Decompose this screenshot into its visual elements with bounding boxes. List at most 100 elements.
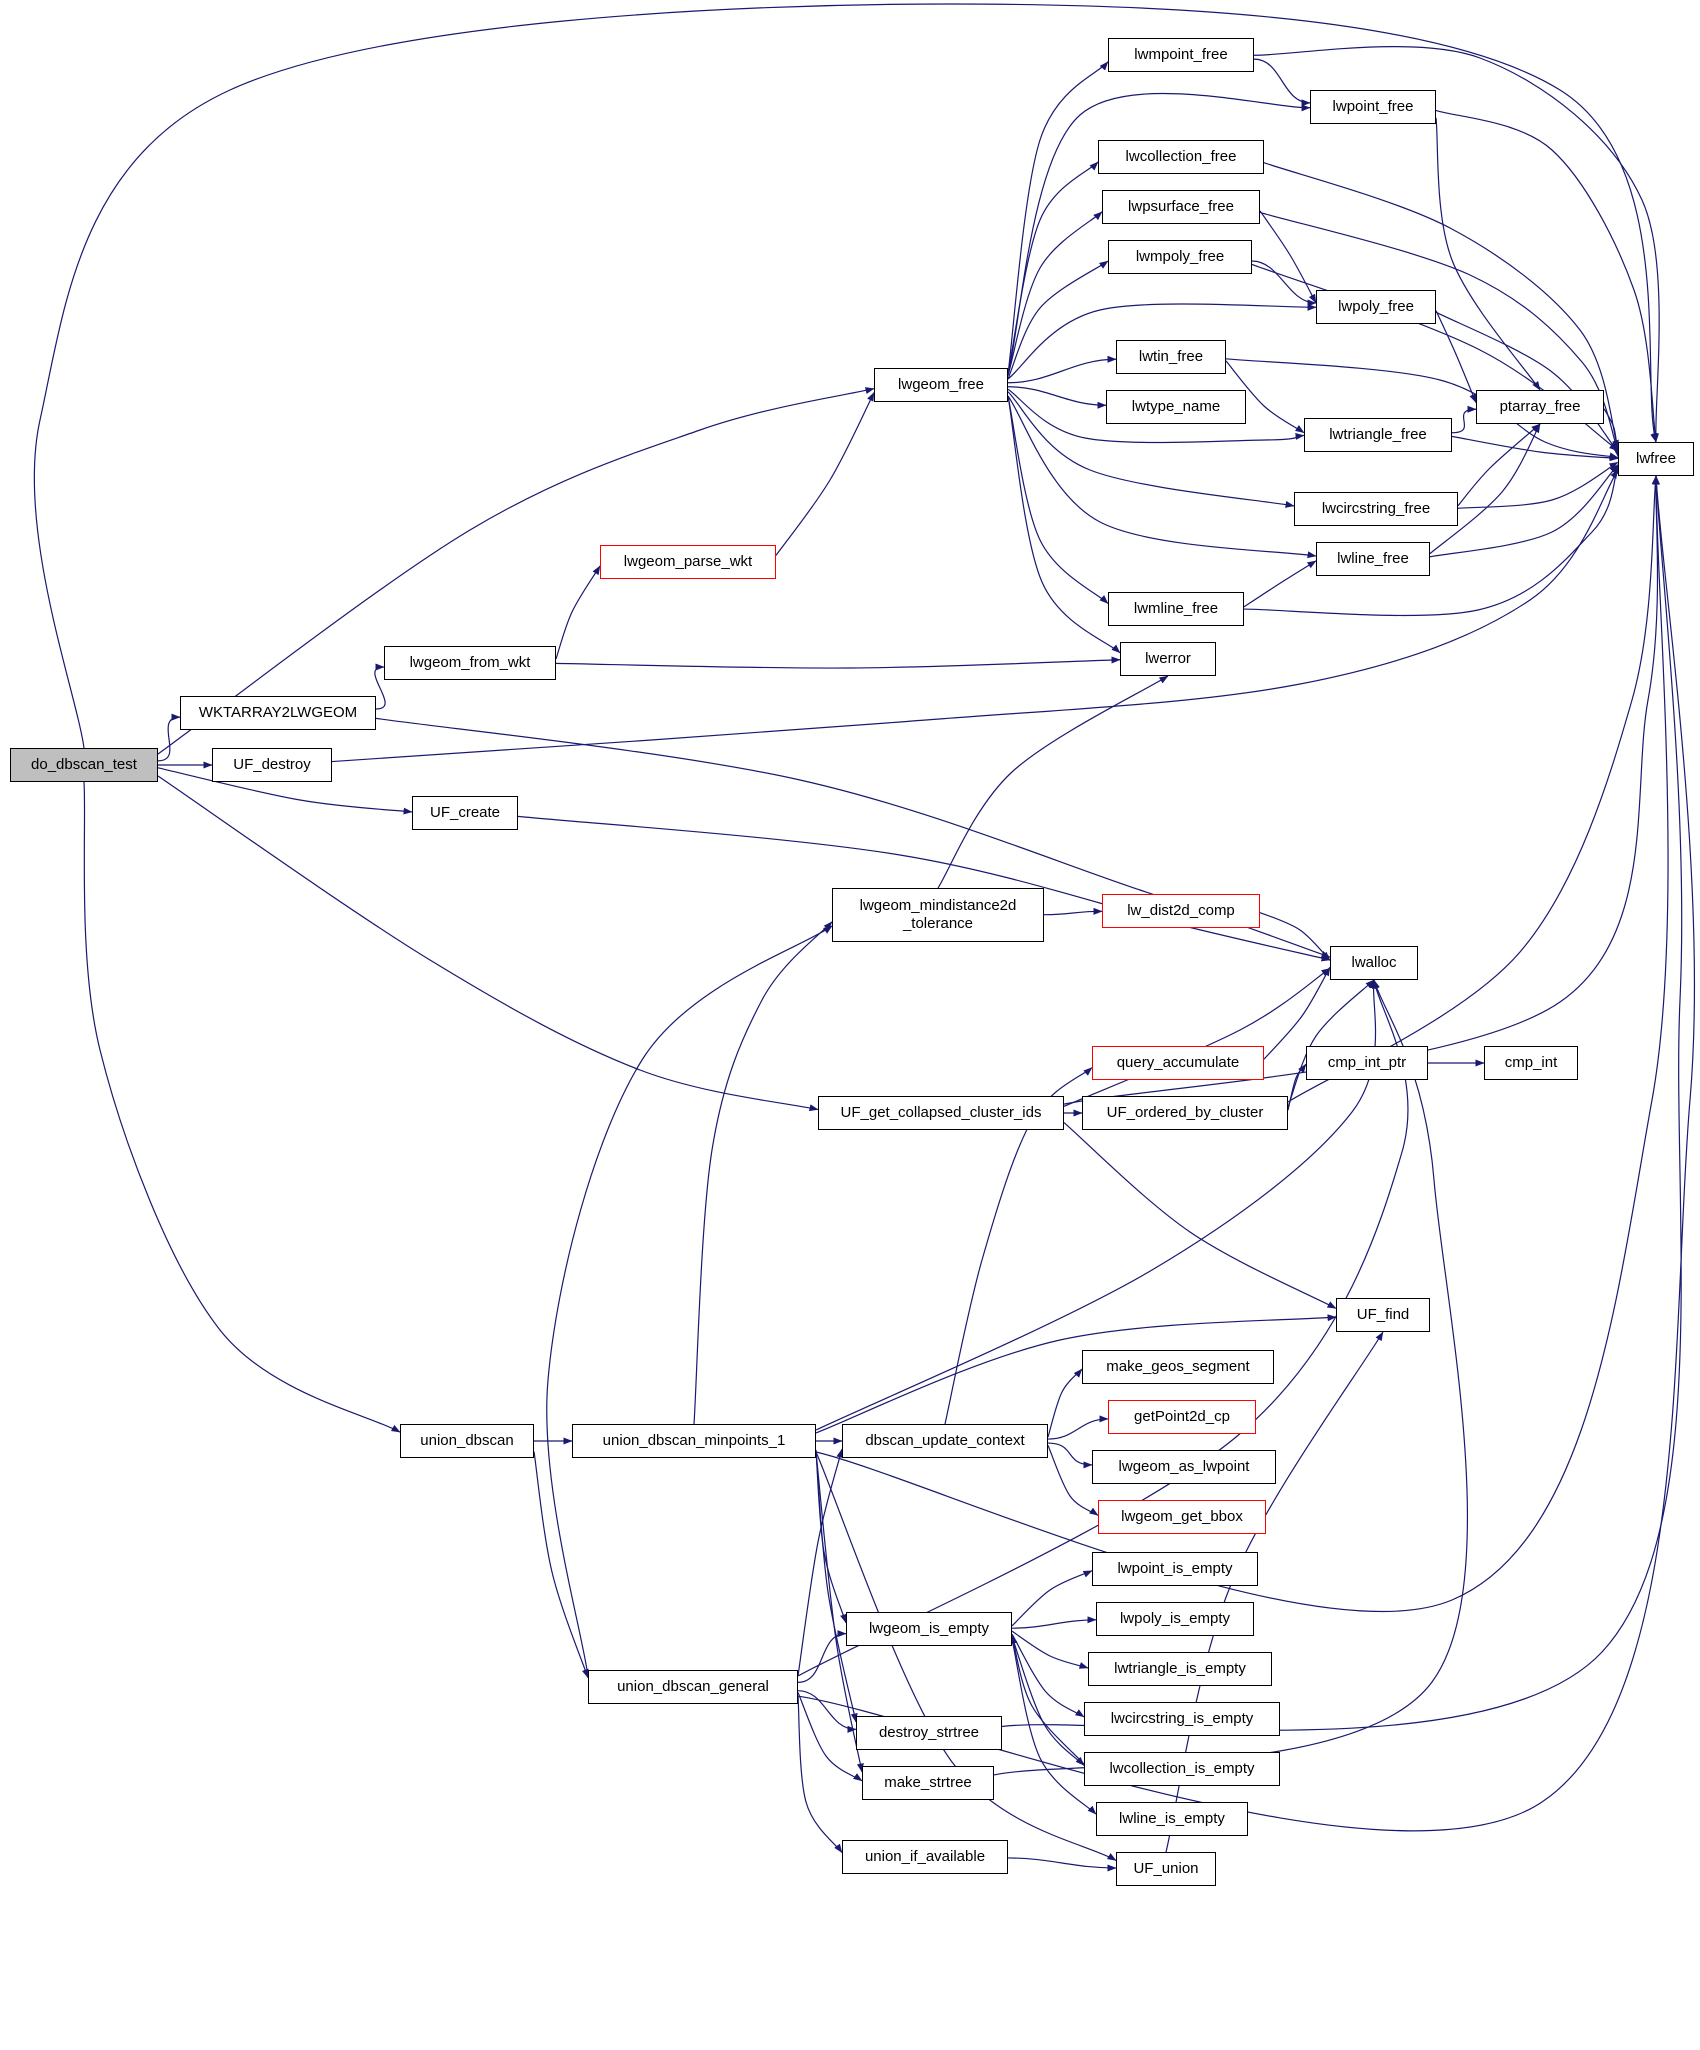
node-lwcollection-free[interactable]: lwcollection_free [1098, 140, 1264, 174]
edge-lwgeom-mindistance2d-tolerance--lwerror [937, 675, 1169, 889]
edge-union-dbscan-general--lwgeom-is-empty [797, 1630, 847, 1683]
edge-union-dbscan-general--lwgeom-mindistance2d-tolerance [546, 925, 833, 1677]
node-destroy-strtree[interactable]: destroy_strtree [856, 1716, 1002, 1750]
edge-lwmpoint-free--lwfree [1253, 46, 1660, 443]
edge-dbscan-update-context--query-accumulate [944, 1067, 1093, 1425]
edge-lwtriangle-free--ptarray-free [1451, 405, 1477, 434]
node-lwcircstring-is-empty[interactable]: lwcircstring_is_empty [1084, 1702, 1280, 1736]
edge-lwmpoly-free--lwpoly-free [1251, 260, 1317, 307]
node-lwtype-name[interactable]: lwtype_name [1106, 390, 1246, 424]
node-lw-dist2d-comp[interactable]: lw_dist2d_comp [1102, 894, 1260, 928]
node-dbscan-update-context[interactable]: dbscan_update_context [842, 1424, 1048, 1458]
edge-lwgeom-is-empty--lwpoly-is-empty [1011, 1616, 1097, 1629]
edge-lwmline-free--lwfree [1243, 464, 1619, 617]
node-lwfree[interactable]: lwfree [1618, 442, 1694, 476]
edge-lwline-free--lwfree [1429, 464, 1619, 558]
edge-lwgeom-free--lwpoly-free [1007, 303, 1317, 380]
node-lwgeom-mindistance2d-tolerance[interactable]: lwgeom_mindistance2d _tolerance [832, 888, 1044, 942]
node-lwpoint-free[interactable]: lwpoint_free [1310, 90, 1436, 124]
edge-union-dbscan-minpoints-1--UF-union [815, 1451, 1117, 1861]
edge-lwline-free--ptarray-free [1429, 423, 1541, 555]
edge-union-dbscan--union-dbscan-general [533, 1451, 589, 1679]
edge-lwgeom-mindistance2d-tolerance--lw-dist2d-comp [1043, 907, 1103, 916]
node-lwerror[interactable]: lwerror [1120, 642, 1216, 676]
node-lwpoly-is-empty[interactable]: lwpoly_is_empty [1096, 1602, 1254, 1636]
edge-UF-ordered-by-cluster--lwfree [1287, 475, 1659, 1103]
edge-lw-dist2d-comp--lwalloc [1259, 911, 1331, 961]
node-make-geos-segment[interactable]: make_geos_segment [1082, 1350, 1274, 1384]
node-union-dbscan[interactable]: union_dbscan [400, 1424, 534, 1458]
node-UF-get-collapsed-cluster-ids[interactable]: UF_get_collapsed_cluster_ids [818, 1096, 1064, 1130]
edge-union-dbscan-general--union-if-available [797, 1696, 843, 1854]
node-lwmpoly-free[interactable]: lwmpoly_free [1108, 240, 1252, 274]
edge-lwgeom-free--lwmpoint-free [1007, 61, 1109, 375]
edge-dbscan-update-context--make-geos-segment [1047, 1368, 1083, 1438]
node-lwpoly-free[interactable]: lwpoly_free [1316, 290, 1436, 324]
edge-lwcollection-is-empty--lwgeom-is-empty [1010, 1634, 1085, 1765]
node-lwgeom-free[interactable]: lwgeom_free [874, 368, 1008, 402]
node-lwgeom-get-bbox[interactable]: lwgeom_get_bbox [1098, 1500, 1266, 1534]
node-cmp-int[interactable]: cmp_int [1484, 1046, 1578, 1080]
node-lwgeom-is-empty[interactable]: lwgeom_is_empty [846, 1612, 1012, 1646]
edge-lwpoint-free--ptarray-free [1435, 117, 1541, 391]
edge-lwgeom-free--lwmline-free [1007, 395, 1109, 604]
edge-lwgeom-free--lwtriangle-free [1007, 388, 1305, 444]
edge-lwgeom-is-empty--lwpoint-is-empty [1011, 1570, 1093, 1627]
node-union-dbscan-general[interactable]: union_dbscan_general [588, 1670, 798, 1704]
edge-lwtriangle-free--lwfree [1451, 435, 1619, 462]
node-query-accumulate[interactable]: query_accumulate [1092, 1046, 1264, 1080]
node-UF-destroy[interactable]: UF_destroy [212, 748, 332, 782]
node-UF-union[interactable]: UF_union [1116, 1852, 1216, 1886]
edge-union-dbscan-general--lwfree [797, 475, 1696, 1832]
node-lwpsurface-free[interactable]: lwpsurface_free [1102, 190, 1260, 224]
edge-lwpoly-free--ptarray-free [1435, 310, 1477, 404]
edge-lwcircstring-free--ptarray-free [1457, 423, 1541, 507]
node-lwtin-free[interactable]: lwtin_free [1116, 340, 1226, 374]
node-UF-ordered-by-cluster[interactable]: UF_ordered_by_cluster [1082, 1096, 1288, 1130]
edge-WKTARRAY2LWGEOM--lwgeom-from-wkt [374, 663, 386, 710]
node-lwgeom-as-lwpoint[interactable]: lwgeom_as_lwpoint [1092, 1450, 1276, 1484]
node-getPoint2d-cp[interactable]: getPoint2d_cp [1108, 1400, 1256, 1434]
node-lwgeom-parse-wkt[interactable]: lwgeom_parse_wkt [600, 545, 776, 579]
node-ptarray-free[interactable]: ptarray_free [1476, 390, 1604, 424]
node-lwcircstring-free[interactable]: lwcircstring_free [1294, 492, 1458, 526]
node-lwalloc[interactable]: lwalloc [1330, 946, 1418, 980]
edge-do-dbscan-test--lwfree [33, 3, 1658, 749]
node-union-if-available[interactable]: union_if_available [842, 1840, 1008, 1874]
node-cmp-int-ptr[interactable]: cmp_int_ptr [1306, 1046, 1428, 1080]
edge-lwtin-free--lwfree [1225, 358, 1619, 460]
node-lwtriangle-free[interactable]: lwtriangle_free [1304, 418, 1452, 452]
edge-do-dbscan-test--UF-get-collapsed-cluster-ids [157, 775, 819, 1112]
node-UF-create[interactable]: UF_create [412, 796, 518, 830]
node-lwmline-free[interactable]: lwmline_free [1108, 592, 1244, 626]
edge-lwmpoint-free--lwpoint-free [1253, 58, 1311, 107]
edge-lwgeom-free--lwerror [1007, 395, 1121, 654]
node-lwcollection-is-empty[interactable]: lwcollection_is_empty [1084, 1752, 1280, 1786]
edge-dbscan-update-context--lwgeom-as-lwpoint [1047, 1442, 1093, 1469]
edge-union-dbscan-general--make-strtree [797, 1692, 863, 1782]
node-WKTARRAY2LWGEOM[interactable]: WKTARRAY2LWGEOM [180, 696, 376, 730]
edge-union-dbscan-general--destroy-strtree [797, 1690, 857, 1733]
node-lwline-is-empty[interactable]: lwline_is_empty [1096, 1802, 1248, 1836]
edge-UF-destroy--lwfree [331, 469, 1619, 763]
edge-union-dbscan-minpoints-1--lwgeom-mindistance2d-tolerance [693, 921, 833, 1425]
edge-union-dbscan-general--dbscan-update-context [797, 1448, 844, 1677]
edge-do-dbscan-test--lwgeom-free [157, 387, 875, 755]
node-union-dbscan-minpoints-1[interactable]: union_dbscan_minpoints_1 [572, 1424, 816, 1458]
edge-lwgeom-is-empty--lwcollection-is-empty [1011, 1636, 1085, 1766]
edge-union-dbscan-minpoints-1--make-strtree [815, 1451, 864, 1773]
node-lwmpoint-free[interactable]: lwmpoint_free [1108, 38, 1254, 72]
node-lwgeom-from-wkt[interactable]: lwgeom_from_wkt [384, 646, 556, 680]
node-lwpoint-is-empty[interactable]: lwpoint_is_empty [1092, 1552, 1258, 1586]
edge-lwgeom-free--lwpsurface-free [1007, 211, 1103, 376]
node-do-dbscan-test[interactable]: do_dbscan_test [10, 748, 158, 782]
edge-UF-ordered-by-cluster--cmp-int-ptr [1287, 1063, 1307, 1111]
node-UF-find[interactable]: UF_find [1336, 1298, 1430, 1332]
node-make-strtree[interactable]: make_strtree [862, 1766, 994, 1800]
node-lwline-free[interactable]: lwline_free [1316, 542, 1430, 576]
edge-lwgeom-free--lwmpoly-free [1007, 260, 1109, 380]
edge-lwgeom-free--lwpoint-free [1007, 92, 1311, 375]
edge-ptarray-free--lwfree [1603, 408, 1621, 458]
node-lwtriangle-is-empty[interactable]: lwtriangle_is_empty [1088, 1652, 1272, 1686]
